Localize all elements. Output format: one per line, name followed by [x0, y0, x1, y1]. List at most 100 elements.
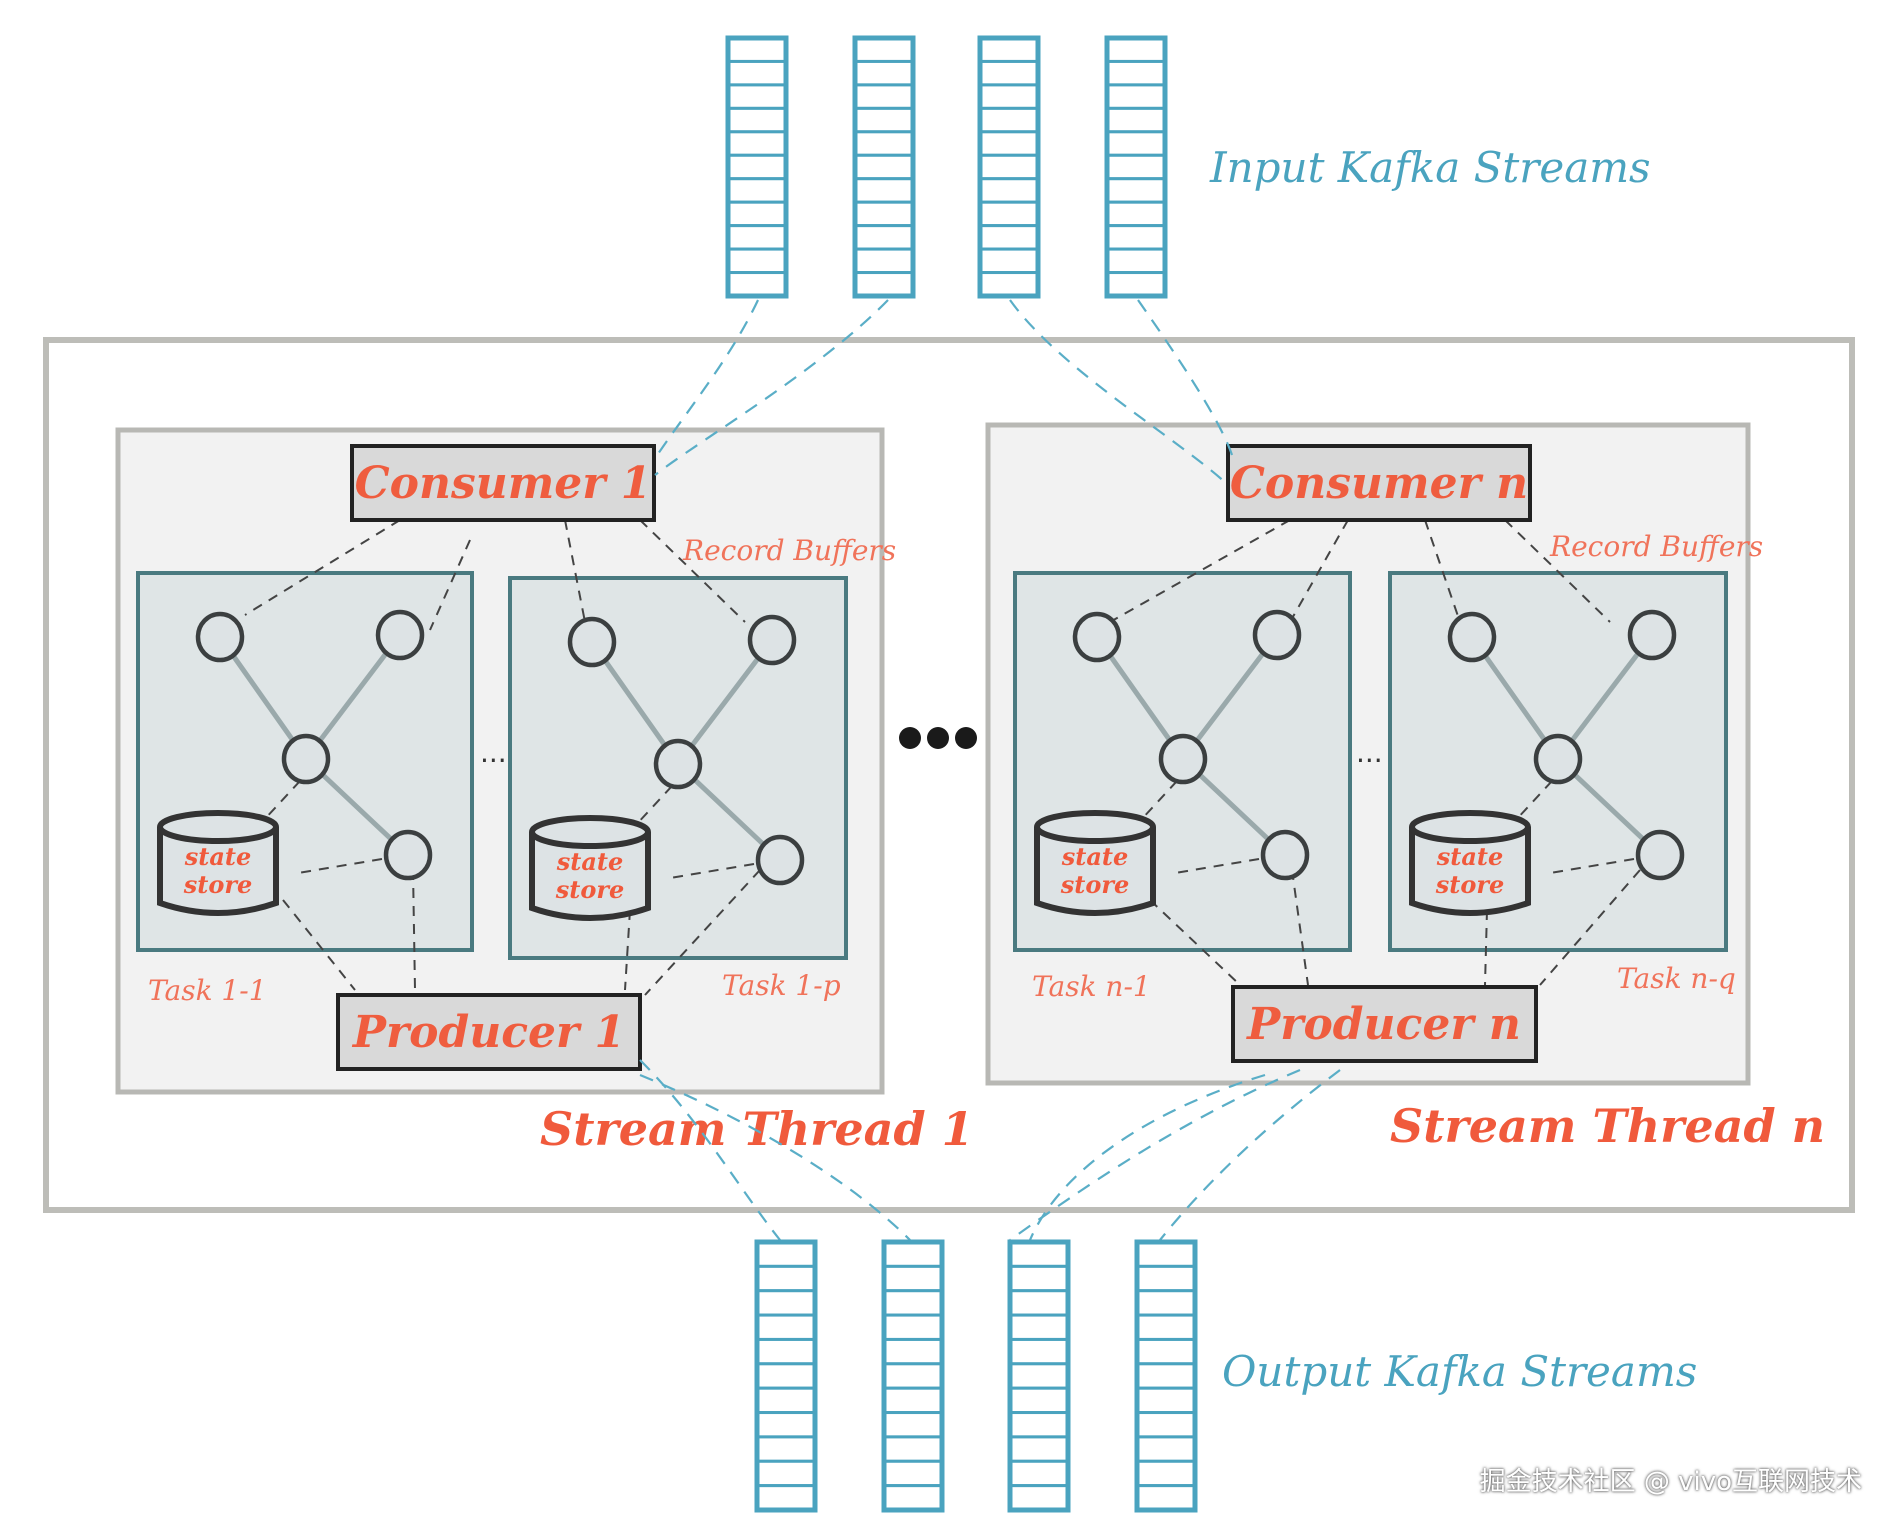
queue-cell [853, 200, 915, 228]
queue-cell [978, 36, 1040, 63]
queue-cell [1135, 1264, 1197, 1293]
producer-1-box [336, 993, 642, 1071]
input-queue-3 [977, 35, 1041, 299]
state-store-body [157, 827, 279, 916]
processor-node [1635, 829, 1685, 881]
consumer-n-label: Consumer n [1230, 458, 1528, 509]
state-store-label-line-1: state [1061, 842, 1129, 871]
processor-node [653, 738, 703, 790]
queue-cell [1135, 1240, 1197, 1268]
topology-edge [304, 633, 402, 761]
queue-cell [726, 106, 788, 134]
queue-cell [755, 1459, 817, 1488]
queue-cell [1008, 1264, 1070, 1293]
state-store-label-line-2: store [183, 870, 253, 899]
queue-cell [853, 59, 915, 87]
stream-thread-n-label: Stream Thread n [1390, 1099, 1825, 1153]
queue-cell [1105, 83, 1167, 110]
output-queue-2 [881, 1239, 945, 1513]
input-kafka-streams [725, 35, 1168, 299]
processor-node [1260, 829, 1310, 881]
queue-cell [978, 59, 1040, 87]
input-queue-1 [725, 35, 789, 299]
queue-cell [1105, 271, 1167, 298]
queue-cell [1135, 1435, 1197, 1463]
record-buffers-label-1: Record Buffers [682, 534, 896, 567]
state-store-top [529, 815, 651, 849]
state-store-label-line-1: state [556, 847, 624, 876]
output-queue-4 [1134, 1239, 1198, 1513]
record-buffers-label-n: Record Buffers [1549, 530, 1763, 563]
queue-cell [978, 200, 1040, 228]
store-link [1174, 858, 1260, 874]
queue-cell [882, 1459, 944, 1488]
queue-outline [881, 1239, 945, 1513]
queue-cell [1105, 177, 1167, 204]
queue-cell [1008, 1240, 1070, 1268]
record-buffer-connections [244, 519, 1641, 996]
output-kafka-streams-label: Output Kafka Streams [1222, 1347, 1697, 1396]
output-queue-1 [754, 1239, 818, 1513]
queue-cell [1105, 224, 1167, 251]
queue-cell [1135, 1411, 1197, 1439]
processor-node [1252, 609, 1302, 661]
queue-cell [978, 130, 1040, 157]
queue-cell [1008, 1459, 1070, 1488]
output-kafka-streams [754, 1239, 1198, 1513]
queue-cell [726, 200, 788, 228]
processor-node [567, 616, 617, 668]
queue-cell [978, 247, 1040, 275]
queue-outline [754, 1239, 818, 1513]
queue-cell [882, 1484, 944, 1512]
queue-cell [882, 1435, 944, 1463]
state-store-label-line-2: store [1435, 870, 1505, 899]
queue-cell [1135, 1289, 1197, 1317]
queue-outline [725, 35, 789, 299]
input-queue-2 [852, 35, 916, 299]
stream-thread-1-label: Stream Thread 1 [540, 1102, 974, 1156]
state-store-label-line-1: state [1436, 842, 1504, 871]
queue-outline [1134, 1239, 1198, 1513]
queue-cell [1105, 36, 1167, 63]
queue-cell [882, 1411, 944, 1439]
kafka-stream-links [639, 299, 1341, 1241]
topology-edge [1181, 633, 1279, 761]
topology-edge [676, 638, 774, 766]
queue-cell [882, 1337, 944, 1366]
queue-cell [978, 83, 1040, 110]
queue-cell [1105, 130, 1167, 157]
task-1-1-label: Task 1-1 [148, 974, 267, 1007]
queue-cell [1135, 1337, 1197, 1366]
task-n-1-label: Task n-1 [1032, 970, 1151, 1003]
queue-outline [977, 35, 1041, 299]
queue-cell [726, 130, 788, 157]
processor-node [1072, 611, 1122, 663]
queue-cell [1135, 1386, 1197, 1415]
consumer-1-label: Consumer 1 [355, 458, 652, 509]
queue-cell [1105, 247, 1167, 275]
watermark: 掘金技术社区 @ vivo互联网技术 [1479, 1467, 1862, 1497]
consumer-1-box [350, 444, 656, 522]
processor-node [375, 609, 425, 661]
queue-cell [978, 153, 1040, 181]
processor-node [747, 614, 797, 666]
queue-cell [978, 106, 1040, 134]
producer-n-label: Producer n [1245, 999, 1521, 1050]
task-1-p-label: Task 1-p [722, 969, 841, 1002]
task-n-q-label: Task n-q [1617, 962, 1736, 995]
queue-cell [978, 177, 1040, 204]
queue-cell [726, 224, 788, 251]
queue-cell [1008, 1289, 1070, 1317]
processor-node [1533, 733, 1583, 785]
state-store-top [1409, 810, 1531, 844]
queue-cell [1105, 200, 1167, 228]
thread-ellipsis [899, 727, 977, 749]
